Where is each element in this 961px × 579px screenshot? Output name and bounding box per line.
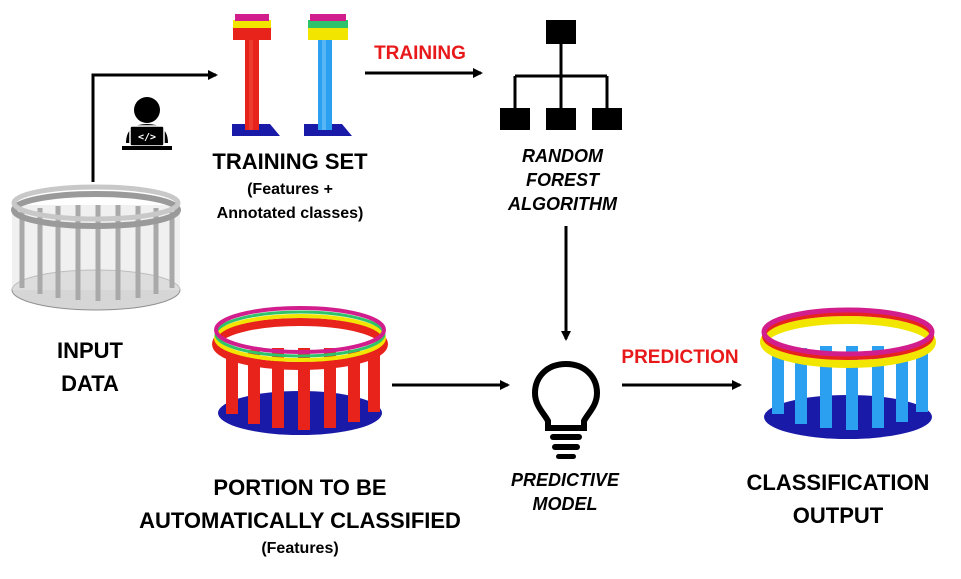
input-data-line1: INPUT (57, 338, 123, 363)
classification-output-label: CLASSIFICATION OUTPUT (730, 466, 946, 532)
training-arrow-label: TRAINING (374, 43, 466, 64)
training-set-title: TRAINING SET (212, 149, 368, 174)
portion-label: PORTION TO BE AUTOMATICALLY CLASSIFIED (… (110, 471, 490, 561)
training-set-sub1: (Features + (247, 181, 333, 198)
prediction-arrow-label: PREDICTION (621, 347, 739, 368)
input-data-line2: DATA (61, 371, 119, 396)
predictive-model-line1: PREDICTIVE (510, 470, 620, 490)
arrow-input-to-training (91, 70, 218, 182)
user-laptop-icon: </> (122, 97, 172, 150)
algorithm-line2: FOREST (525, 170, 599, 190)
predictive-model-line2: MODEL (532, 494, 598, 514)
algorithm-line1: RANDOM (522, 146, 603, 166)
input-point-cloud-image (11, 184, 181, 311)
portion-line2: AUTOMATICALLY CLASSIFIED (139, 508, 461, 533)
training-set-label: TRAINING SET (Features + Annotated class… (180, 145, 400, 226)
classification-output-image (760, 307, 936, 439)
portion-sub: (Features) (261, 540, 339, 557)
classification-output-line2: OUTPUT (792, 503, 884, 528)
classification-output-line1: CLASSIFICATION (746, 470, 930, 495)
algorithm-line3: ALGORITHM (508, 194, 617, 214)
predictive-model-label: PREDICTIVE MODEL (490, 468, 640, 516)
input-data-label: INPUT DATA (30, 334, 150, 400)
algorithm-label: RANDOM FOREST ALGORITHM (480, 144, 645, 216)
svg-text:</>: </> (138, 132, 156, 143)
lightbulb-icon (531, 360, 601, 459)
training-set-sub2: Annotated classes) (216, 205, 364, 222)
portion-line1: PORTION TO BE (213, 475, 387, 500)
training-set-image (232, 14, 352, 136)
portion-to-classify-image (212, 306, 388, 435)
hierarchy-tree-icon (500, 20, 622, 130)
